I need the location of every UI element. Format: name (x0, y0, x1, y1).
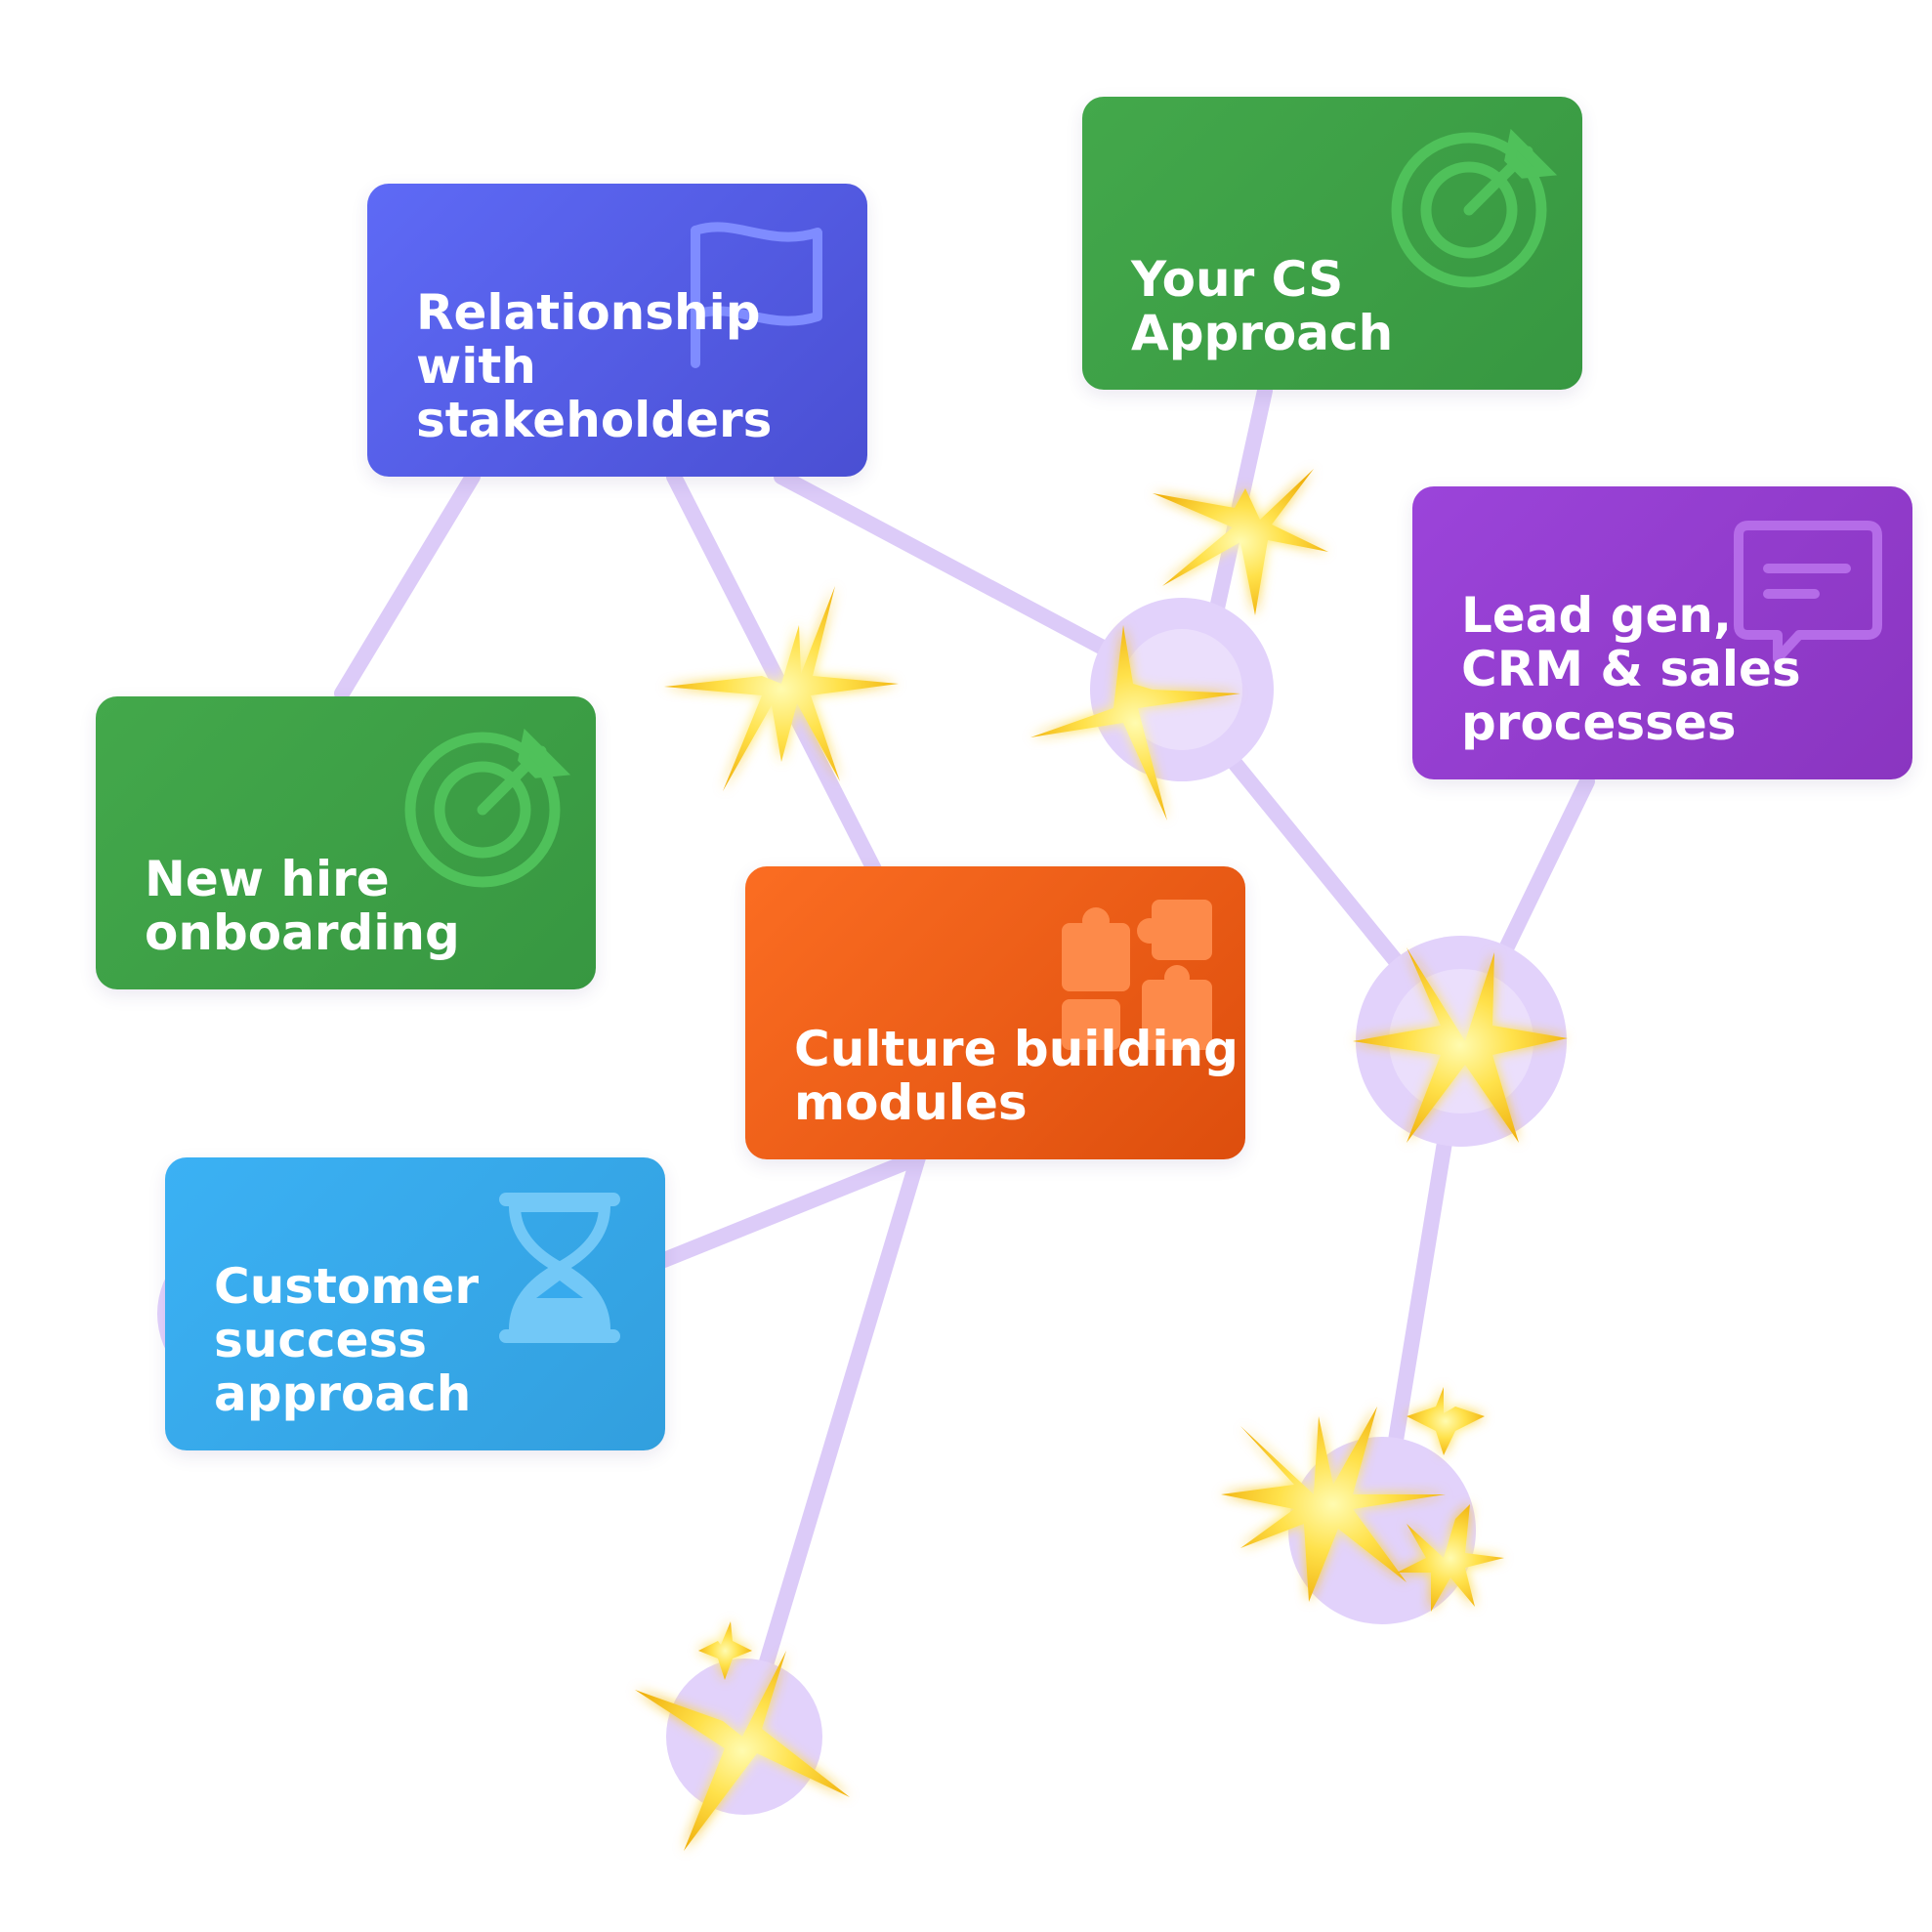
sparkle-star (1030, 625, 1240, 820)
topic-card-leadgen[interactable]: Lead gen, CRM & sales processes (1412, 486, 1912, 779)
connector-line (736, 1150, 926, 1744)
card-label: New hire onboarding (145, 853, 572, 960)
card-label: Customer success approach (214, 1260, 642, 1421)
sparkle-star (1353, 947, 1568, 1143)
card-label-line: CRM & sales (1461, 641, 1801, 697)
sparkle-star (635, 1651, 850, 1851)
target-icon (404, 722, 570, 888)
card-label-line: success (214, 1312, 428, 1368)
connector-line (334, 469, 481, 701)
topic-card-stakeholders[interactable]: Relationship with stakeholders (367, 184, 867, 477)
sparkles (635, 469, 1568, 1851)
card-label: Relationship with stakeholders (416, 286, 844, 447)
card-label-line: approach (214, 1365, 472, 1422)
target-icon (1391, 122, 1557, 288)
node-circle (1121, 629, 1242, 750)
puzzle-icon (1054, 892, 1220, 1058)
connector-line (666, 469, 882, 877)
connector-line (656, 1150, 926, 1268)
card-label-line: Your CS (1131, 251, 1344, 308)
card-label-line: Approach (1131, 305, 1394, 361)
topic-card-customer[interactable]: Customer success approach (165, 1157, 665, 1450)
card-label-line: stakeholders (416, 392, 773, 448)
sparkle-star (698, 1621, 752, 1680)
card-label-line: processes (1461, 694, 1737, 751)
card-label: Lead gen, CRM & sales processes (1461, 589, 1889, 750)
sparkle-star (1397, 1504, 1504, 1612)
topic-card-culture[interactable]: Culture building modules (745, 866, 1245, 1159)
card-label-line: Customer (214, 1258, 479, 1315)
card-label-line: modules (794, 1074, 1028, 1131)
card-label-line: New hire (145, 851, 390, 907)
card-label-line: Relationship (416, 284, 761, 341)
card-label-line: Lead gen, (1461, 587, 1733, 644)
topic-card-cs-approach[interactable]: Your CS Approach (1082, 97, 1582, 390)
card-label-line: Culture building (794, 1021, 1239, 1077)
hourglass-icon (474, 1183, 640, 1349)
sparkle-star (1221, 1407, 1446, 1602)
card-label: Your CS Approach (1131, 253, 1559, 360)
sparkle-star (1407, 1387, 1485, 1455)
card-label: Culture building modules (794, 1021, 1239, 1131)
flag-icon (676, 209, 842, 375)
sparkle-star (664, 586, 899, 791)
chat-bubble-icon (1721, 512, 1887, 678)
topic-card-onboarding[interactable]: New hire onboarding (96, 696, 596, 989)
card-label-line: with (416, 338, 536, 395)
card-label-line: onboarding (145, 904, 460, 961)
sparkle-star (1153, 469, 1328, 615)
